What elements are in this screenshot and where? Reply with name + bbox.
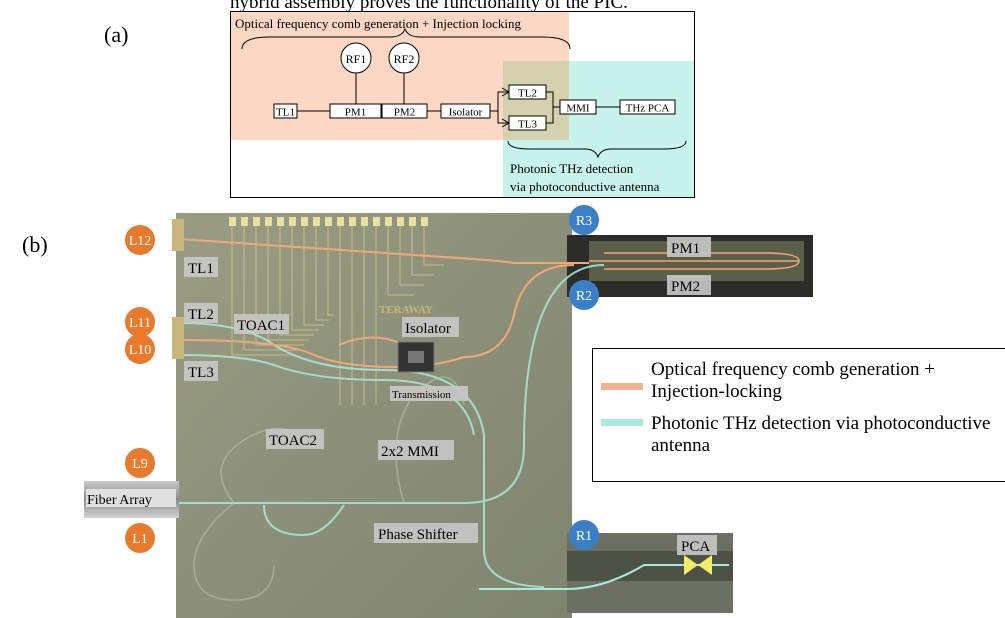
- pad-r1: [569, 520, 599, 550]
- legend-text-detection: Photonic THz detection via photoconducti…: [651, 413, 991, 456]
- pad-l1-label: L1: [132, 532, 148, 547]
- rf1-label: RF1: [346, 52, 367, 66]
- legend: Optical frequency comb generation + Inje…: [592, 348, 1005, 482]
- block-thz-pca-label: THz PCA: [626, 103, 670, 115]
- block-mmi-label: MMI: [566, 103, 590, 115]
- pad-r1-label: R1: [576, 529, 592, 544]
- label-tl1: TL1: [188, 261, 214, 277]
- label-mmi: 2x2 MMI: [381, 444, 439, 460]
- label-toac2: TOAC2: [269, 433, 317, 449]
- pad-l11-label: L11: [129, 316, 151, 331]
- pca-antenna-left: [684, 555, 698, 575]
- block-mmi: [559, 99, 597, 115]
- label-toac1: TOAC1: [237, 318, 285, 334]
- block-diagram: Optical frequency comb generation + Inje…: [230, 11, 695, 198]
- chip-substrate: [176, 213, 572, 618]
- label-tl3: TL3: [188, 365, 214, 381]
- legend-swatch-comb: [601, 383, 643, 390]
- block-tl2: [508, 84, 547, 100]
- pad-l10-label: L10: [129, 343, 152, 358]
- label-tl2: TL2: [188, 307, 214, 323]
- label-pm1: PM1: [671, 241, 700, 257]
- fiber-array-label: Fiber Array: [87, 493, 152, 508]
- pad-r3-label: R3: [576, 214, 592, 229]
- splitter-lines: [497, 91, 509, 124]
- block-pm2-label: PM2: [394, 107, 415, 119]
- block-tl1-label: TL1: [276, 107, 295, 119]
- detection-brace: [507, 140, 687, 159]
- pad-l1: [125, 523, 155, 553]
- pad-l12-label: L12: [129, 234, 152, 249]
- pad-r3: [569, 205, 599, 235]
- rf2-label: RF2: [394, 52, 415, 66]
- teraway-logo: TERAWAY: [379, 304, 433, 316]
- title-brace: [241, 27, 571, 50]
- pad-r2-label: R2: [576, 289, 592, 304]
- detection-caption-2: via photoconductive antenna: [510, 179, 660, 194]
- label-pca: PCA: [681, 539, 710, 555]
- label-transmission: Transmission: [392, 389, 451, 401]
- block-pm2: [381, 103, 428, 119]
- block-isolator: [440, 103, 491, 119]
- panel-b-label: (b): [22, 232, 48, 257]
- pic-chip-image: Fiber Array TERAWAY TL1 TL2 TL3 TOAC1 TO…: [84, 205, 813, 618]
- label-isolator: Isolator: [405, 321, 451, 337]
- block-tl3-label: TL3: [518, 119, 537, 131]
- legend-swatch-detection: [601, 419, 643, 426]
- left-pad-markers: L12 L11 L10 L9 L1: [125, 225, 155, 553]
- pad-l9: [125, 448, 155, 478]
- block-tl1: [273, 103, 298, 119]
- chip-labels: TL1 TL2 TL3 TOAC1 TOAC2 Isolator Transmi…: [184, 237, 717, 555]
- combiner-lines: [546, 91, 560, 124]
- pca-antenna-right: [698, 555, 712, 575]
- block-isolator-label: Isolator: [449, 107, 483, 119]
- block-pm1: [329, 103, 382, 119]
- electrode-pads: [229, 217, 428, 226]
- label-phase-shifter: Phase Shifter: [378, 527, 458, 543]
- block-pm1-label: PM1: [345, 107, 366, 119]
- pad-l11: [125, 307, 155, 337]
- block-tl3: [508, 115, 547, 131]
- right-pad-markers: R3 R2 R1: [569, 205, 599, 550]
- comb-title: Optical frequency comb generation + Inje…: [235, 16, 522, 31]
- panel-a-label: (a): [104, 22, 129, 47]
- block-tl2-label: TL2: [518, 88, 537, 100]
- legend-text-comb: Optical frequency comb generation + Inje…: [651, 359, 935, 402]
- pad-l10: [125, 334, 155, 364]
- label-pm2: PM2: [671, 279, 700, 295]
- top-caption-text: hybrid assembly proves the functionality…: [230, 0, 628, 13]
- pca-waveguide: [479, 564, 729, 590]
- pad-r2: [569, 280, 599, 310]
- detection-caption-1: Photonic THz detection: [510, 161, 634, 176]
- pad-l12: [125, 225, 155, 255]
- pad-l9-label: L9: [132, 457, 148, 472]
- block-thz-pca: [619, 99, 676, 115]
